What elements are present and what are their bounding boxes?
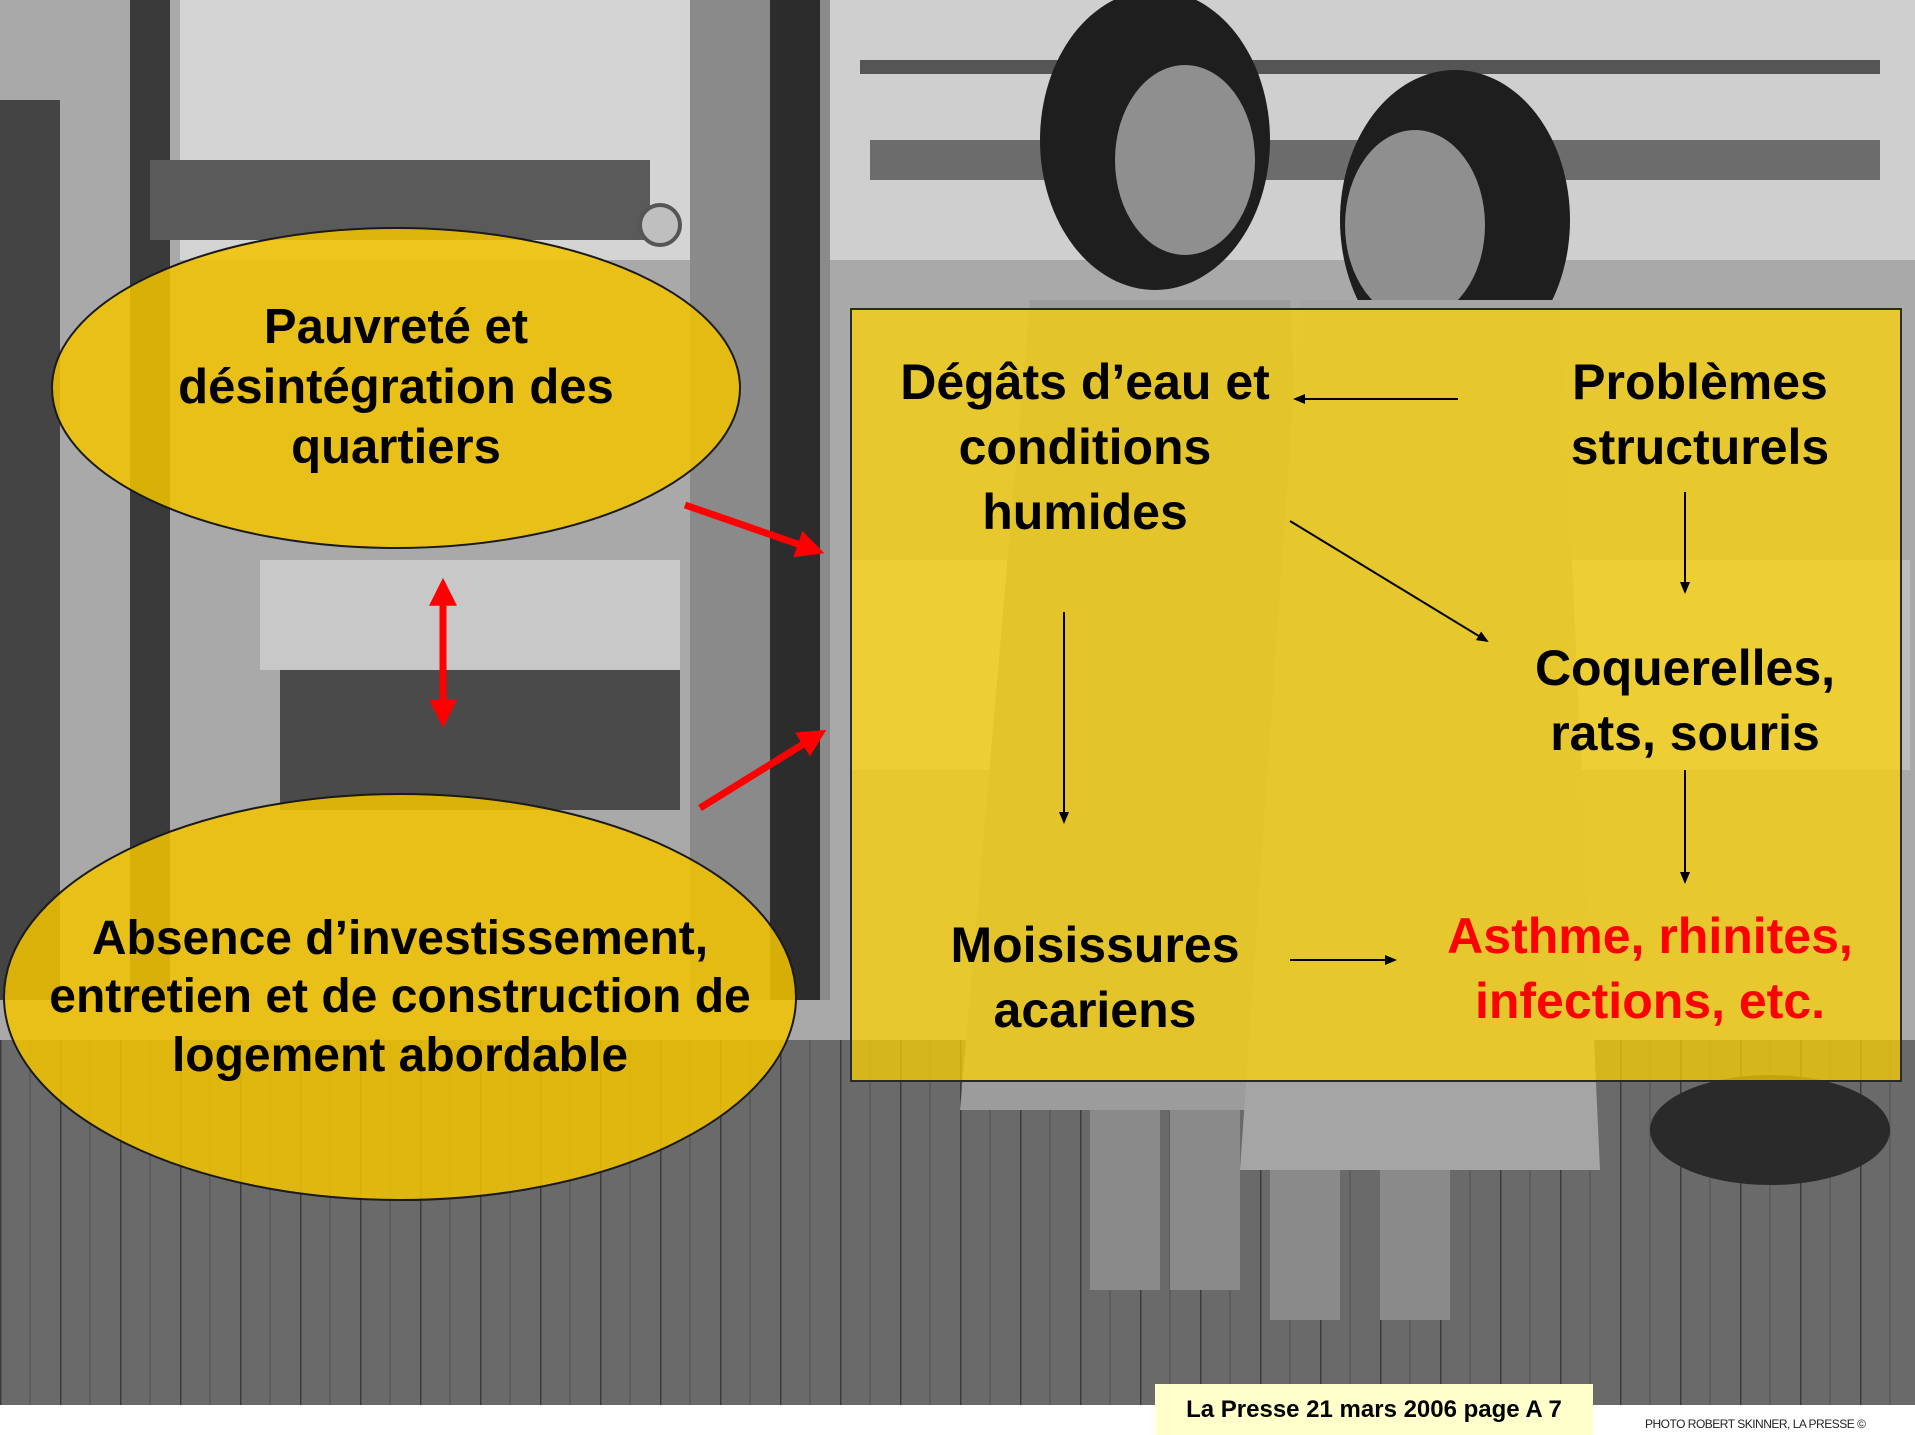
label-health-effects: Asthme, rhinites, infections, etc. [1447,908,1853,1029]
photo-credit: PHOTO ROBERT SKINNER, LA PRESSE © [1645,1417,1866,1431]
oval-investment: Absence d’investissement, entretien et d… [5,795,795,1200]
oval-investment-shape [3,793,797,1201]
oval-poverty-text: Pauvreté et désintégration des quartiers [178,300,614,474]
red-arrow-investment-to-panel [698,729,827,811]
label-pests: Coquerelles, rats, souris [1534,640,1836,761]
arrow-water-to-pests [1289,520,1489,643]
label-structural-problems: Problèmes structurels [1570,354,1830,475]
oval-poverty: Pauvreté et désintégration des quartiers [52,228,740,548]
oval-poverty-shape [51,227,741,549]
label-mold-mites: Moisissures acariens [950,917,1240,1038]
red-arrow-poverty-to-panel [683,501,825,558]
oval-investment-text: Absence d’investissement, entretien et d… [49,911,751,1082]
label-water-damage: Dégâts d’eau et conditions humides [900,354,1270,540]
source-caption: La Presse 21 mars 2006 page A 7 [1155,1384,1593,1435]
causal-panel [850,308,1902,1082]
